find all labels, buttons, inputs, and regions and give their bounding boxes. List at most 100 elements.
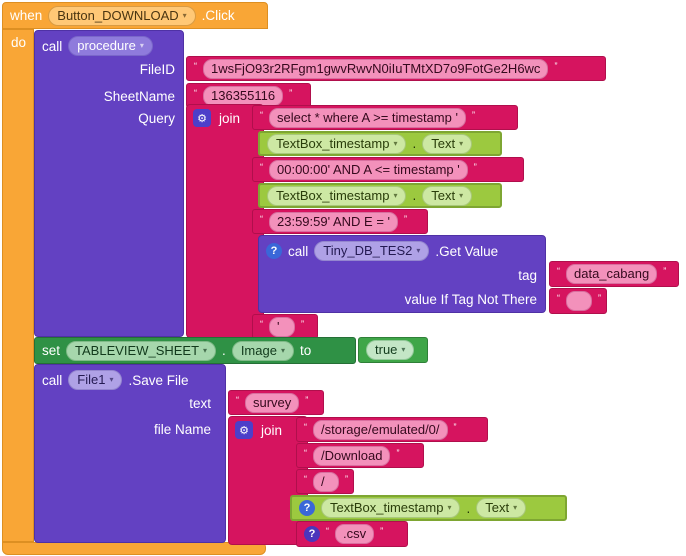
time-start-field[interactable]: 00:00:00' AND A <= timestamp ' xyxy=(269,159,468,180)
call-keyword: call xyxy=(42,372,63,388)
getter-component-dropdown[interactable]: TextBox_timestamp ▾ xyxy=(267,185,407,206)
text-block-select-query[interactable]: “ select * where A >= timestamp ' ” xyxy=(252,105,518,130)
tinydb-method-label: .Get Value xyxy=(435,243,499,259)
text-block-download-path[interactable]: “ /Download ” xyxy=(296,443,424,468)
close-quote-icon: ” xyxy=(345,474,348,484)
text-block-csv-extension[interactable]: ? “ .csv ” xyxy=(296,521,408,547)
call-tinydb-getvalue-block[interactable]: ? call Tiny_DB_TES2 ▾ .Get Value tag val… xyxy=(258,235,546,313)
param-sheetname-label: SheetName xyxy=(103,89,175,104)
getter-component-label: TextBox_timestamp xyxy=(276,187,390,203)
when-block-do-column[interactable]: do xyxy=(2,29,34,542)
text-block-survey[interactable]: “ survey ” xyxy=(228,390,324,415)
mutator-gear-icon[interactable]: ⚙ xyxy=(235,421,253,439)
when-button-click-block[interactable]: when Button_DOWNLOAD ▾ .Click xyxy=(2,2,268,29)
file-component-label: File1 xyxy=(77,372,106,387)
query-join-block[interactable]: ⚙ join xyxy=(186,104,264,338)
mutator-gear-icon[interactable]: ⚙ xyxy=(193,109,211,127)
when-block-bottom-bar[interactable] xyxy=(2,542,266,555)
set-property-label: Image xyxy=(240,342,277,358)
set-component-dropdown[interactable]: TABLEVIEW_SHEET ▾ xyxy=(66,340,217,361)
getter-component-label: TextBox_timestamp xyxy=(276,135,390,151)
empty-text-field[interactable] xyxy=(566,291,592,311)
file-component-dropdown[interactable]: File1 ▾ xyxy=(68,370,123,390)
sheetname-text-field[interactable]: 136355116 xyxy=(203,85,284,106)
text-block-slash[interactable]: “ / ” xyxy=(296,469,354,494)
component-dropdown-button-download[interactable]: Button_DOWNLOAD ▾ xyxy=(48,5,196,26)
procedure-name: procedure xyxy=(77,38,136,53)
close-quote-icon: ” xyxy=(301,319,304,329)
tinydb-component-label: Tiny_DB_TES2 xyxy=(323,243,413,258)
call-keyword: call xyxy=(42,38,63,54)
getter-dot: . xyxy=(466,500,471,516)
chevron-down-icon: ▾ xyxy=(203,345,208,355)
text-block-storage-path[interactable]: “ /storage/emulated/0/ ” xyxy=(296,417,488,442)
open-quote-icon: “ xyxy=(304,448,307,458)
survey-text-field[interactable]: survey xyxy=(245,392,300,413)
getter-property-dropdown[interactable]: Text ▾ xyxy=(422,185,473,206)
param-fileid-label: FileID xyxy=(139,62,175,77)
getter-component-dropdown[interactable]: TextBox_timestamp ▾ xyxy=(321,498,461,518)
text-block-time-end[interactable]: “ 23:59:59' AND E = ' ” xyxy=(252,209,428,234)
chevron-down-icon: ▾ xyxy=(139,41,144,50)
call-procedure-block[interactable]: call procedure ▾ FileID SheetName Query xyxy=(34,30,184,337)
set-property-dropdown[interactable]: Image ▾ xyxy=(231,340,294,361)
open-quote-icon: “ xyxy=(236,395,239,405)
getter-textbox-timestamp-text-1[interactable]: TextBox_timestamp ▾ . Text ▾ xyxy=(258,131,502,156)
chevron-down-icon: ▾ xyxy=(447,503,452,512)
param-query-label: Query xyxy=(138,111,175,126)
download-path-field[interactable]: /Download xyxy=(313,445,391,466)
chevron-down-icon: ▾ xyxy=(416,246,421,255)
call-file-savefile-block[interactable]: call File1 ▾ .Save File text file Name xyxy=(34,364,226,543)
chevron-down-icon: ▾ xyxy=(401,345,406,354)
close-quote-icon: ” xyxy=(396,448,400,458)
tag-value-field[interactable]: data_cabang xyxy=(566,264,658,284)
to-keyword: to xyxy=(299,343,312,358)
fileid-text-field[interactable]: 1wsFjO93r2RFgm1gwvRwvN0iIuTMtXD7o9FotGe2… xyxy=(203,58,549,79)
procedure-dropdown[interactable]: procedure ▾ xyxy=(68,36,153,56)
true-value-block[interactable]: true ▾ xyxy=(358,337,428,363)
time-end-field[interactable]: 23:59:59' AND E = ' xyxy=(269,211,399,232)
filename-param-label: file Name xyxy=(153,422,211,437)
filename-join-block[interactable]: ⚙ join xyxy=(228,416,308,545)
close-quote-icon: ” xyxy=(663,266,667,276)
join-label: join xyxy=(261,422,283,438)
csv-extension-field[interactable]: .csv xyxy=(335,524,375,544)
getter-component-label: TextBox_timestamp xyxy=(330,500,444,515)
getter-property-dropdown[interactable]: Text ▾ xyxy=(422,133,473,154)
close-quote-icon: ” xyxy=(471,110,475,120)
open-quote-icon: “ xyxy=(326,526,329,536)
text-block-empty[interactable]: “ ” xyxy=(549,288,607,314)
close-quote-icon: ” xyxy=(305,395,309,405)
chevron-down-icon: ▾ xyxy=(393,138,398,148)
getter-textbox-timestamp-text-2[interactable]: TextBox_timestamp ▾ . Text ▾ xyxy=(258,183,502,208)
close-quote-icon: ” xyxy=(380,526,384,536)
getter-component-dropdown[interactable]: TextBox_timestamp ▾ xyxy=(267,133,407,154)
text-block-time-start[interactable]: “ 00:00:00' AND A <= timestamp ' ” xyxy=(252,157,524,182)
select-query-field[interactable]: select * where A >= timestamp ' xyxy=(269,107,466,128)
storage-path-field[interactable]: /storage/emulated/0/ xyxy=(313,419,448,440)
warning-question-icon[interactable]: ? xyxy=(304,526,320,542)
closing-quote-field[interactable]: ' xyxy=(269,316,295,337)
valueifnotthere-param-label: value If Tag Not There xyxy=(404,292,537,307)
getter-dot: . xyxy=(412,188,417,203)
join-label: join xyxy=(219,110,241,126)
text-block-closing-quote[interactable]: “ ' ” xyxy=(252,314,318,339)
text-block-data-cabang[interactable]: “ data_cabang ” xyxy=(549,261,679,287)
boolean-dropdown[interactable]: true ▾ xyxy=(366,340,415,360)
text-block-fileid[interactable]: “ 1wsFjO93r2RFgm1gwvRwvN0iIuTMtXD7o9FotG… xyxy=(186,56,606,81)
component-dropdown-label: Button_DOWNLOAD xyxy=(57,7,179,23)
text-block-sheetname[interactable]: “ 136355116 ” xyxy=(186,83,311,108)
close-quote-icon: ” xyxy=(453,422,457,432)
warning-question-icon[interactable]: ? xyxy=(299,500,315,516)
warning-question-icon[interactable]: ? xyxy=(266,243,282,259)
getter-textbox-timestamp-text-3[interactable]: ? TextBox_timestamp ▾ . Text ▾ xyxy=(290,495,567,521)
slash-field[interactable]: / xyxy=(313,471,339,492)
open-quote-icon: “ xyxy=(260,110,263,120)
getter-property-dropdown[interactable]: Text ▾ xyxy=(476,498,527,518)
set-tableview-image-block[interactable]: set TABLEVIEW_SHEET ▾ . Image ▾ to xyxy=(34,337,356,364)
open-quote-icon: “ xyxy=(304,422,307,432)
tinydb-component-dropdown[interactable]: Tiny_DB_TES2 ▾ xyxy=(314,241,430,261)
when-keyword: when xyxy=(10,8,43,23)
file-method-label: .Save File xyxy=(128,372,189,388)
chevron-down-icon: ▾ xyxy=(109,375,114,384)
